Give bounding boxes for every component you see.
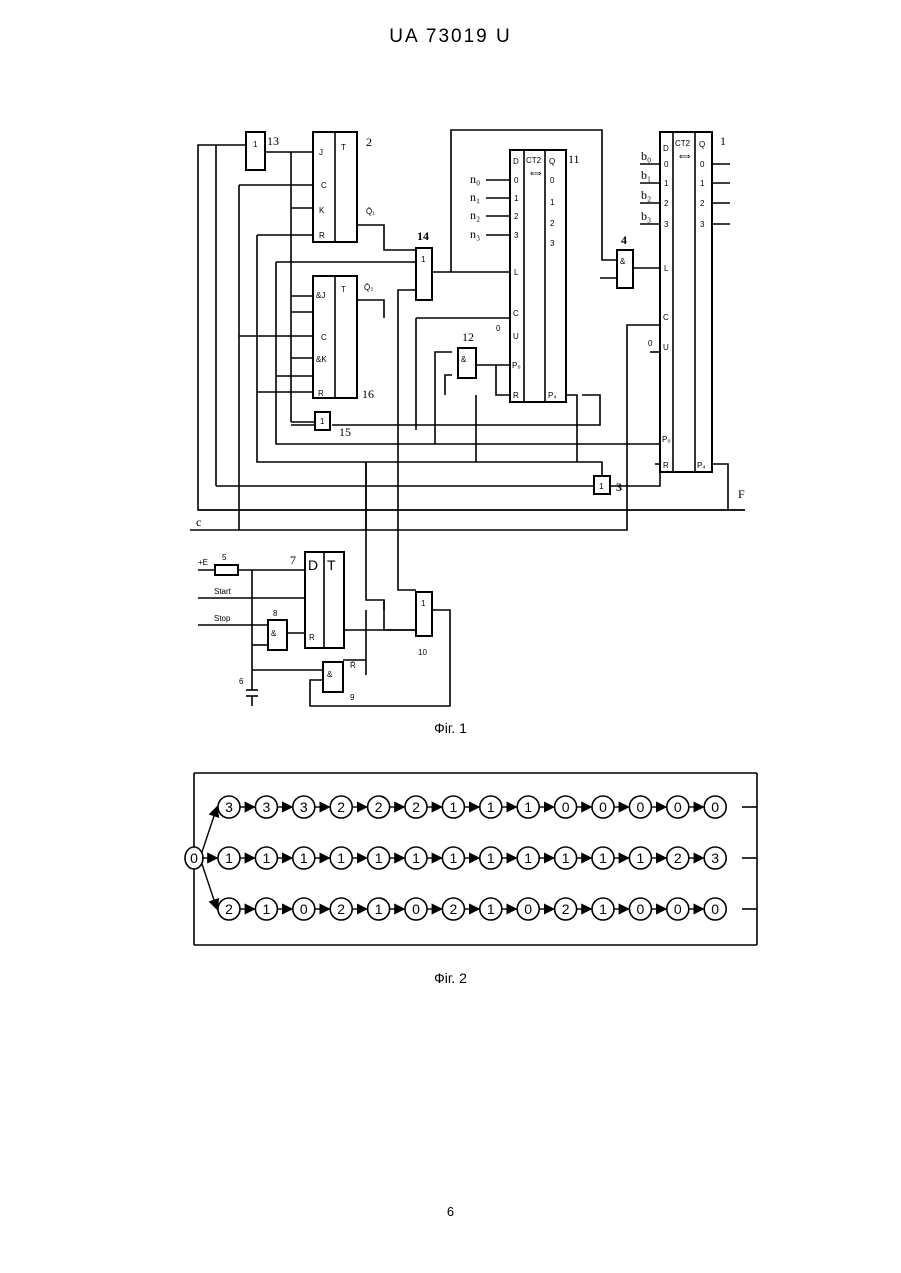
state-node: 3 (255, 796, 277, 818)
svg-text:2: 2 (450, 901, 458, 917)
svg-text:0: 0 (562, 799, 570, 815)
state-node: 1 (218, 847, 240, 869)
state-node: 0 (704, 898, 726, 920)
state-node: 0 (592, 796, 614, 818)
state-node: 0 (293, 898, 315, 920)
state-node: 0 (629, 796, 651, 818)
state-node: 1 (517, 847, 539, 869)
svg-text:1: 1 (487, 850, 495, 866)
state-node: 2 (555, 898, 577, 920)
svg-text:2: 2 (225, 901, 233, 917)
state-node: 2 (368, 796, 390, 818)
svg-text:1: 1 (599, 850, 607, 866)
svg-text:0: 0 (300, 901, 308, 917)
svg-text:1: 1 (487, 799, 495, 815)
svg-text:0: 0 (524, 901, 532, 917)
state-node: 1 (255, 847, 277, 869)
state-node: 2 (330, 898, 352, 920)
svg-text:3: 3 (225, 799, 233, 815)
svg-text:2: 2 (674, 850, 682, 866)
svg-text:2: 2 (562, 901, 570, 917)
state-node: 2 (442, 898, 464, 920)
state-node: 1 (330, 847, 352, 869)
state-node: 1 (368, 847, 390, 869)
state-node: 1 (480, 796, 502, 818)
state-node: 1 (293, 847, 315, 869)
svg-text:0: 0 (637, 901, 645, 917)
svg-text:1: 1 (524, 850, 532, 866)
svg-text:1: 1 (487, 901, 495, 917)
svg-text:1: 1 (300, 850, 308, 866)
svg-text:1: 1 (599, 901, 607, 917)
state-node: 3 (704, 847, 726, 869)
state-node: 1 (517, 796, 539, 818)
page-number: 6 (0, 1204, 901, 1219)
state-node: 1 (480, 898, 502, 920)
svg-text:1: 1 (375, 850, 383, 866)
state-node: 0 (667, 796, 689, 818)
state-node: 0 (555, 796, 577, 818)
svg-text:1: 1 (450, 850, 458, 866)
state-node: 1 (368, 898, 390, 920)
state-node: 0 (405, 898, 427, 920)
state-node: 1 (442, 796, 464, 818)
state-node: 2 (218, 898, 240, 920)
svg-text:1: 1 (450, 799, 458, 815)
svg-text:1: 1 (263, 850, 271, 866)
state-node: 2 (330, 796, 352, 818)
svg-text:0: 0 (637, 799, 645, 815)
state-node: 1 (592, 898, 614, 920)
state-node: 1 (442, 847, 464, 869)
state-node-start: 0 (185, 847, 203, 869)
svg-text:0: 0 (190, 850, 198, 866)
state-node: 1 (629, 847, 651, 869)
svg-text:0: 0 (711, 901, 719, 917)
svg-text:1: 1 (562, 850, 570, 866)
state-node: 0 (629, 898, 651, 920)
state-node: 2 (405, 796, 427, 818)
state-node: 0 (667, 898, 689, 920)
state-node: 3 (218, 796, 240, 818)
state-node: 1 (405, 847, 427, 869)
svg-text:2: 2 (337, 799, 345, 815)
state-node: 0 (517, 898, 539, 920)
figure-2-caption: Фіг. 2 (0, 970, 901, 986)
svg-text:1: 1 (337, 850, 345, 866)
svg-text:1: 1 (375, 901, 383, 917)
svg-text:0: 0 (599, 799, 607, 815)
svg-text:2: 2 (375, 799, 383, 815)
svg-text:0: 0 (674, 901, 682, 917)
svg-text:1: 1 (225, 850, 233, 866)
svg-text:0: 0 (711, 799, 719, 815)
svg-text:1: 1 (524, 799, 532, 815)
state-node: 1 (480, 847, 502, 869)
svg-text:2: 2 (412, 799, 420, 815)
svg-text:1: 1 (263, 901, 271, 917)
svg-text:3: 3 (263, 799, 271, 815)
svg-text:0: 0 (674, 799, 682, 815)
state-node: 1 (592, 847, 614, 869)
svg-text:1: 1 (412, 850, 420, 866)
svg-text:1: 1 (637, 850, 645, 866)
svg-text:3: 3 (711, 850, 719, 866)
state-node: 0 (704, 796, 726, 818)
svg-text:3: 3 (300, 799, 308, 815)
state-node: 1 (555, 847, 577, 869)
svg-text:0: 0 (412, 901, 420, 917)
svg-text:2: 2 (337, 901, 345, 917)
state-node: 1 (255, 898, 277, 920)
state-node: 2 (667, 847, 689, 869)
state-node: 3 (293, 796, 315, 818)
